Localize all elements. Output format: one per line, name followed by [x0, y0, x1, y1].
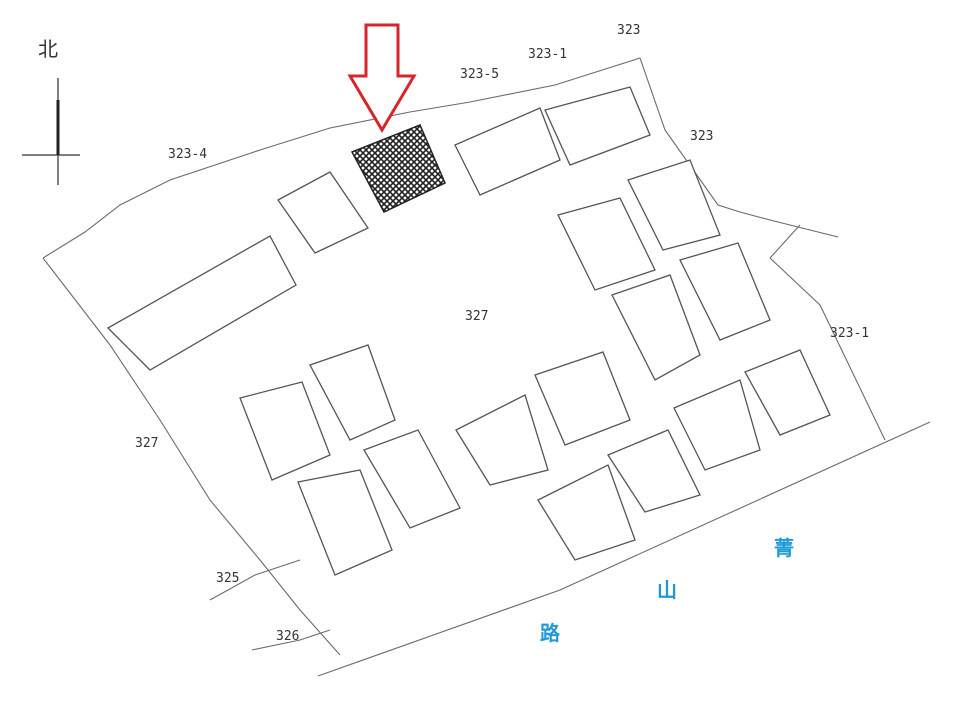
parcel-label-bottom-b: 326 [276, 629, 299, 644]
road-name-char-1: 菁 [774, 536, 794, 560]
parcel-label-left: 327 [135, 436, 158, 451]
building [544, 86, 651, 166]
building [744, 349, 831, 436]
parcel-label-top-b: 323-5 [460, 67, 499, 82]
north-label: 北 [38, 37, 58, 61]
building [363, 429, 461, 529]
building [607, 429, 701, 513]
highlighted-building [350, 124, 446, 213]
building [106, 235, 297, 371]
parcel-label-top-right: 323 [617, 23, 640, 38]
building [454, 107, 561, 196]
building [455, 394, 549, 486]
parcel-label-center: 327 [465, 309, 488, 324]
building [611, 274, 701, 381]
building [673, 379, 761, 471]
parcel-label-bottom-a: 325 [216, 571, 239, 586]
building [557, 197, 656, 291]
building [297, 469, 393, 576]
building [277, 171, 369, 254]
building [239, 381, 331, 481]
building [627, 159, 721, 251]
building [679, 242, 771, 341]
north-arrow-icon [22, 78, 80, 185]
road-name-char-2: 山 [657, 578, 677, 602]
building [534, 351, 631, 446]
red-arrow-icon [347, 23, 417, 133]
buildings [106, 86, 831, 576]
parcel-label-top-left: 323-4 [168, 147, 207, 162]
road-name-char-3: 路 [540, 621, 561, 645]
parcel-boundaries [42, 57, 931, 677]
building [309, 344, 396, 441]
parcel-label-right-a: 323 [690, 129, 713, 144]
building [537, 464, 636, 561]
parcel-label-right-b: 323-1 [830, 326, 869, 341]
parcel-label-top-a: 323-1 [528, 47, 567, 62]
